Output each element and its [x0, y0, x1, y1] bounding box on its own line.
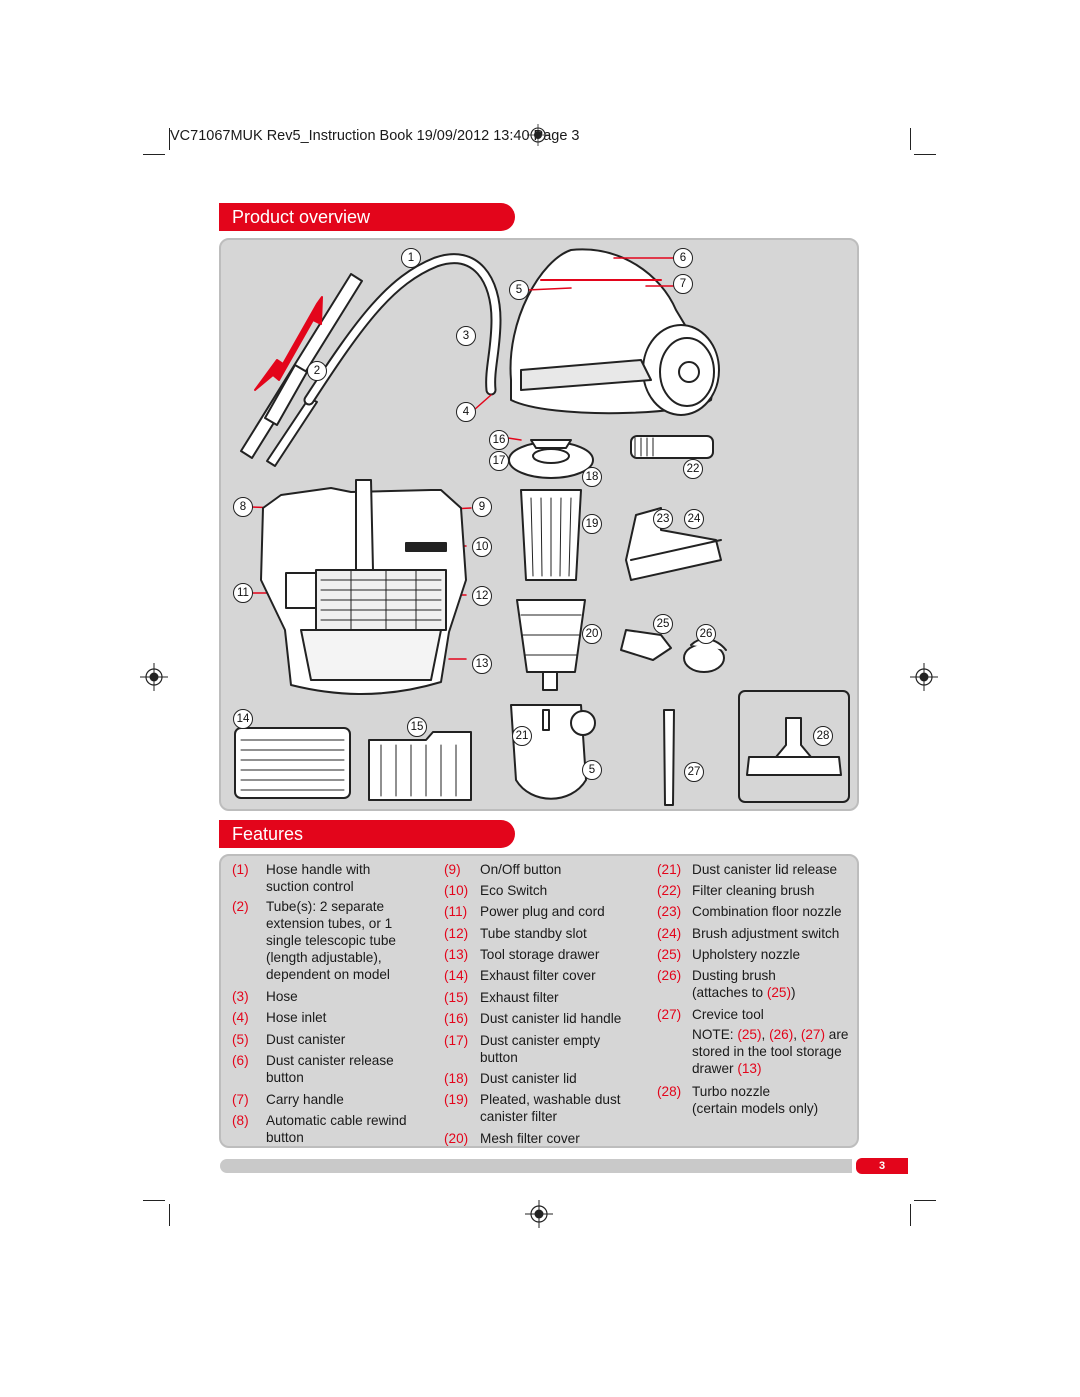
crop-mark	[169, 128, 170, 150]
registration-mark-icon	[525, 1200, 553, 1228]
callout-number: 20	[582, 624, 602, 644]
section-title-features: Features	[219, 820, 515, 848]
callout-number: 7	[673, 274, 693, 294]
callout-number: 10	[472, 537, 492, 557]
extension-tube	[240, 273, 363, 459]
callout-number: 11	[233, 583, 253, 603]
callout-number: 5	[582, 760, 602, 780]
exhaust-filter	[368, 731, 472, 801]
crop-mark	[169, 1204, 170, 1226]
crop-mark	[143, 1200, 165, 1201]
vacuum-body	[509, 248, 720, 416]
upholstery-nozzle	[620, 629, 672, 661]
tube-length-arrow-icon	[254, 296, 323, 391]
callout-number: 26	[696, 624, 716, 644]
callout-number: 14	[233, 709, 253, 729]
crop-mark	[143, 154, 165, 155]
callout-number: 22	[683, 459, 703, 479]
callout-number: 19	[582, 514, 602, 534]
callout-number: 9	[472, 497, 492, 517]
extension-tube	[264, 364, 308, 426]
callout-number: 16	[489, 430, 509, 450]
storage-note: NOTE: (25), (26), (27) are stored in the…	[692, 1027, 849, 1076]
crop-mark	[914, 154, 936, 155]
callout-number: 8	[233, 497, 253, 517]
callout-number: 12	[472, 586, 492, 606]
callout-number: 13	[472, 654, 492, 674]
registration-mark-icon	[140, 663, 168, 691]
print-slug: VC71067MUK Rev5_Instruction Book 19/09/2…	[170, 128, 580, 144]
mesh-filter-cover	[516, 599, 586, 691]
exhaust-filter-cover	[234, 727, 351, 799]
crevice-tool	[663, 709, 675, 806]
dusting-brush	[683, 638, 727, 673]
registration-mark-icon	[910, 663, 938, 691]
callout-number: 1	[401, 248, 421, 268]
features-panel: (1)Hose handle with suction control (2)T…	[219, 854, 859, 1148]
callout-number: 5	[509, 280, 529, 300]
crop-mark	[910, 1204, 911, 1226]
callout-number: 21	[512, 726, 532, 746]
dust-canister-lid	[508, 439, 594, 479]
callout-number: 15	[407, 717, 427, 737]
callout-number: 2	[307, 361, 327, 381]
product-overview-panel: 1 2 3 4 5 6 7 8 9 10 11 12 13 14 15 16 1…	[219, 238, 859, 811]
callout-number: 17	[489, 451, 509, 471]
turbo-nozzle	[738, 690, 850, 803]
combination-floor-nozzle	[625, 507, 722, 581]
feature-item-suffix: (attaches to (25))	[692, 985, 796, 1000]
crop-mark	[910, 128, 911, 150]
filter-cleaning-brush	[630, 435, 714, 459]
callout-number: 23	[653, 509, 673, 529]
callout-number: 3	[456, 326, 476, 346]
vacuum-base	[260, 479, 467, 695]
callout-number: 28	[813, 726, 833, 746]
product-illustration	[234, 248, 850, 806]
callout-number: 4	[456, 402, 476, 422]
callout-number: 25	[653, 614, 673, 634]
page-number: 3	[856, 1158, 908, 1174]
callout-number: 24	[684, 509, 704, 529]
registration-mark-icon	[527, 124, 549, 146]
callout-number: 6	[673, 248, 693, 268]
section-title-product-overview: Product overview	[219, 203, 515, 231]
callout-number: 27	[684, 762, 704, 782]
callout-number: 18	[582, 467, 602, 487]
dust-canister	[510, 704, 596, 800]
pleated-filter	[520, 489, 582, 581]
page-footer-bar	[220, 1159, 852, 1173]
crop-mark	[914, 1200, 936, 1201]
